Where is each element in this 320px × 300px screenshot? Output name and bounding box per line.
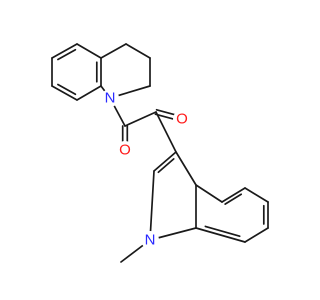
atom-label-o-right: O [176,111,188,128]
double-bond-e8-i7a [204,225,241,238]
bond-k1-k2 [124,111,157,127]
atom-label-n-quinoline: N [105,90,116,107]
double-bond-e4-e5 [224,193,243,205]
double-bond-i3-i2 [157,158,175,174]
double-bond-b5-b6 [57,83,77,96]
bond-b4-b5 [76,85,102,101]
bond-i2-ni [149,170,155,241]
bond-e5-e6 [244,187,269,203]
bond-b2-b3 [76,43,102,59]
bond-c4-c3 [125,43,151,59]
bond-e8-i7a [195,227,246,243]
bond-e7-e8 [244,227,269,243]
bond-k2-i3 [155,111,177,153]
molecule-structure: N O O N [51,43,269,263]
bond-i3a-i3 [175,151,197,186]
atom-n-quinoline: N [101,89,119,107]
atom-o-left: O [116,141,134,159]
bond-b3-c4 [100,43,127,59]
double-bond-b1-b2 [57,48,77,61]
atom-label-layer: N O O N [101,89,191,249]
bond-i3a-e4 [195,184,223,203]
bond-layer [51,43,269,263]
atom-n-indole: N [141,231,159,249]
bond-e4-e5 [221,187,246,203]
bond-b5-b6 [51,85,78,101]
bond-b1-b2 [51,43,78,59]
atom-label-n-indole: N [145,232,156,249]
atom-o-right: O [173,110,191,128]
atom-label-o-left: O [119,142,131,159]
bond-i3-i2 [153,151,177,172]
